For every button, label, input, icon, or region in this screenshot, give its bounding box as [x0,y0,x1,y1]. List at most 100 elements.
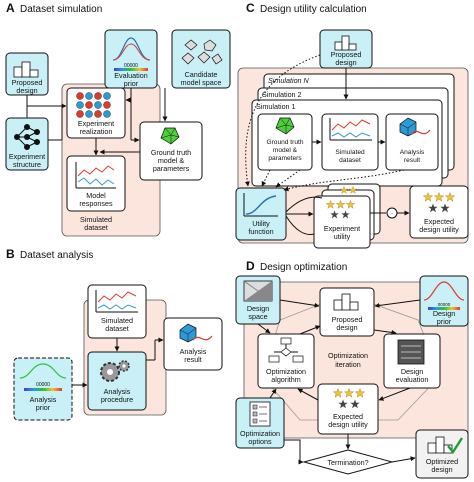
design-prior-box[interactable] [419,275,469,327]
candidate-model-space-label-1: Candidate [185,70,218,79]
expected-design-utility-d-label-2: design utility [328,420,368,429]
connector [285,196,323,213]
analysis-result-box-c[interactable] [385,113,439,171]
model-responses-box[interactable] [66,155,126,212]
ball-grid-icon [76,92,111,118]
experiment-realization-label-1: Experiment [78,119,114,128]
ground-truth-label-3: parameters [153,164,190,173]
line-plot-icon [329,118,372,141]
design-space-label-2: space [248,312,267,321]
svg-text:00000: 00000 [124,63,138,69]
expected-design-utility-label-1: Expected [424,217,454,226]
utility-function-label-1: Utility [252,219,270,228]
proposed-design-label-2: design [16,86,37,95]
svg-text:·: · [391,211,393,218]
proposed-design-box-d[interactable] [319,287,375,337]
proposed-design-c-label-2: design [335,58,356,67]
panel-d-title: Design optimization [260,262,347,273]
connector [297,388,319,401]
dotted-connector [275,169,301,188]
design-evaluation-label-1: Design [401,367,423,376]
panel-c: C Design utility calculation Proposed de… [235,1,469,249]
experiment-utility-label-1: Experiment [324,224,360,233]
network-icon [14,124,40,150]
dotted-connector [261,169,271,187]
simulated-dataset-c-label-1: Simulated [335,149,365,156]
ground-truth-box[interactable] [139,121,203,181]
connector [378,387,411,401]
proposed-design-d-label-2: design [336,323,357,332]
optimization-algorithm-box[interactable] [257,333,315,389]
gaussian-curve-icon: 00000 [19,363,67,391]
connector [257,323,271,334]
expected-design-utility-box[interactable] [409,185,469,239]
panel-a: A Dataset simulation Proposed design [5,1,231,237]
simulated-dataset-label-2: dataset [84,223,108,232]
svg-text:00000: 00000 [438,302,451,307]
curve-icon [243,193,278,217]
design-space-label-1: Design [247,304,269,313]
panel-b: B Dataset analysis Simulated dataset 000… [6,247,223,421]
analysis-result-label-1: Analysis [180,347,207,356]
panel-b-letter: B [6,247,15,261]
termination-label: Termination? [327,458,368,467]
optimization-options-label-1: Optimization [240,429,280,438]
panel-c-title: Design utility calculation [260,4,367,15]
connector [374,299,421,308]
grid-icon [243,280,273,302]
analysis-result-c-label-1: Analysis [400,149,425,156]
analysis-procedure-box[interactable] [87,351,147,411]
experiment-utility-box[interactable] [313,195,371,249]
optimized-design-label-2: design [431,465,452,474]
analysis-result-box[interactable] [163,317,223,371]
optimized-design-box[interactable] [415,429,469,479]
optimization-algorithm-label-1: Optimization [266,367,306,376]
proposed-design-d-label-1: Proposed [332,315,363,324]
experiment-utility-label-2: utility [334,232,351,241]
analysis-prior-label-1: Analysis [30,395,57,404]
simulated-dataset-label-1: Simulated [80,215,112,224]
ground-truth-c-label-1: Ground truth [266,139,303,146]
simulation-1-label: Simulation 1 [256,102,296,111]
bar-chart-icon [334,35,357,51]
bar-chart-icon [333,293,359,311]
simulated-dataset-c-label-2: dataset [339,157,361,164]
gaussian-curve-icon: 00000 [112,37,151,71]
gaussian-curve-icon: 00000 [423,281,465,310]
panel-c-letter: C [246,1,255,15]
connector [391,456,416,463]
optimization-iteration-label-2: iteration [335,360,361,369]
ground-truth-label-2: model & [158,156,185,165]
svg-text:00000: 00000 [36,382,50,388]
analysis-procedure-label-1: Analysis [104,387,131,396]
connector [299,325,321,335]
simulation-2-label: Simulation 2 [262,90,302,99]
simulated-dataset-b-label-2: dataset [105,324,129,333]
server-icon [397,339,425,365]
connector [284,439,304,465]
panel-d: D Design optimization Design space 00000… [235,259,469,479]
evaluation-prior-label-1: Evaluation [114,71,148,80]
termination-diamond[interactable] [302,449,394,475]
gear-icon [100,360,130,382]
proposed-design-c-label-1: Proposed [331,50,362,59]
design-evaluation-label-2: evaluation [396,375,429,384]
dice-icon [181,39,223,65]
analysis-result-label-2: result [184,355,202,364]
connector [373,329,397,335]
expected-design-utility-d-label-1: Expected [333,412,363,421]
ground-truth-c-label-3: parameters [268,155,302,162]
optimized-design-label-1: Optimized [426,457,458,466]
ground-truth-c-label-2: model & [273,147,298,154]
ground-truth-label-1: Ground truth [151,148,191,157]
optimization-iteration-label-1: Optimization [328,351,368,360]
line-plot-icon [95,290,138,313]
optimization-algorithm-label-2: algorithm [271,375,301,384]
panel-b-title: Dataset analysis [20,250,93,261]
experiment-structure-label-1: Experiment [9,152,45,161]
simulation-n-label: Simulation N [268,76,310,85]
experiment-structure-label-2: structure [13,160,41,169]
proposed-design-label-1: Proposed [12,78,43,87]
panel-a-title: Dataset simulation [20,4,102,15]
